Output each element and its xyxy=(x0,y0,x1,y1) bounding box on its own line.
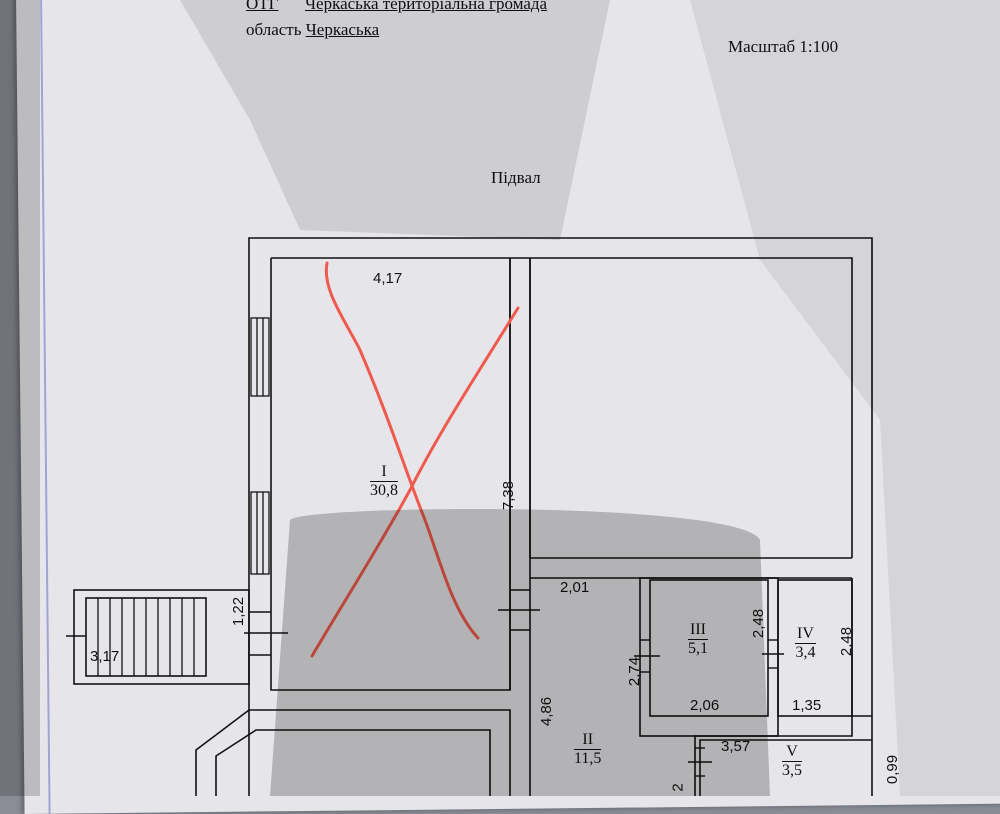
dim-room3-width: 2,06 xyxy=(690,697,720,714)
dim-room3-height: 2,48 xyxy=(750,608,768,639)
dim-room4-width: 1,35 xyxy=(792,697,822,714)
room-number: V xyxy=(782,743,802,763)
room5-outline xyxy=(694,716,853,796)
room-label-1: I 30,8 xyxy=(370,463,398,501)
inner-wall-top xyxy=(271,257,853,558)
windows xyxy=(250,317,270,575)
room-area: 3,5 xyxy=(782,762,802,780)
header-community-name: Черкаська територіальна громада xyxy=(305,0,548,13)
room-number: III xyxy=(688,621,708,641)
room-number: I xyxy=(370,463,398,483)
room-area: 5,1 xyxy=(688,640,708,658)
room-area: 3,4 xyxy=(795,644,816,662)
room-label-3: III 5,1 xyxy=(688,621,708,659)
room-label-5: V 3,5 xyxy=(782,743,802,781)
room-area: 11,5 xyxy=(574,750,602,768)
dim-room3-side: 2,74 xyxy=(626,656,644,687)
dim-room5-side: 2 xyxy=(669,783,687,792)
cross-mark xyxy=(310,261,520,658)
header-line-region: область Черкаська xyxy=(246,20,379,40)
header-prefix-otg: ОТГ xyxy=(246,0,279,13)
dim-opening: 1,22 xyxy=(230,596,248,627)
dim-room5-height: 0,99 xyxy=(884,754,902,785)
room-number: II xyxy=(574,731,602,751)
floor-plan xyxy=(66,237,873,796)
dim-room5-width: 3,57 xyxy=(721,738,751,755)
scale-label: Масштаб 1:100 xyxy=(728,37,839,56)
dim-room1-height: 7,38 xyxy=(500,480,518,511)
outer-wall-left xyxy=(248,237,873,796)
header-prefix-region: область xyxy=(246,20,302,39)
lower-wing xyxy=(195,709,511,796)
room-number: IV xyxy=(795,625,816,645)
staircase xyxy=(73,589,250,685)
room-label-4: IV 3,4 xyxy=(795,625,816,663)
dim-room2-top: 2,01 xyxy=(560,579,590,596)
dim-stair-length: 3,17 xyxy=(90,648,120,665)
room3-outline xyxy=(649,579,769,717)
header-line-community: ОТГ Черкаська територіальна громада xyxy=(246,0,547,14)
room-label-2: II 11,5 xyxy=(574,731,602,769)
stair-treads xyxy=(97,598,195,676)
header-region-name: Черкаська xyxy=(305,20,380,39)
doors xyxy=(66,589,784,777)
room-area: 30,8 xyxy=(370,482,398,500)
dim-room4-height: 2,48 xyxy=(838,626,856,657)
dim-room2-side: 4,86 xyxy=(538,696,556,727)
dim-room1-width: 4,17 xyxy=(373,270,403,287)
floor-title: Підвал xyxy=(491,168,541,187)
